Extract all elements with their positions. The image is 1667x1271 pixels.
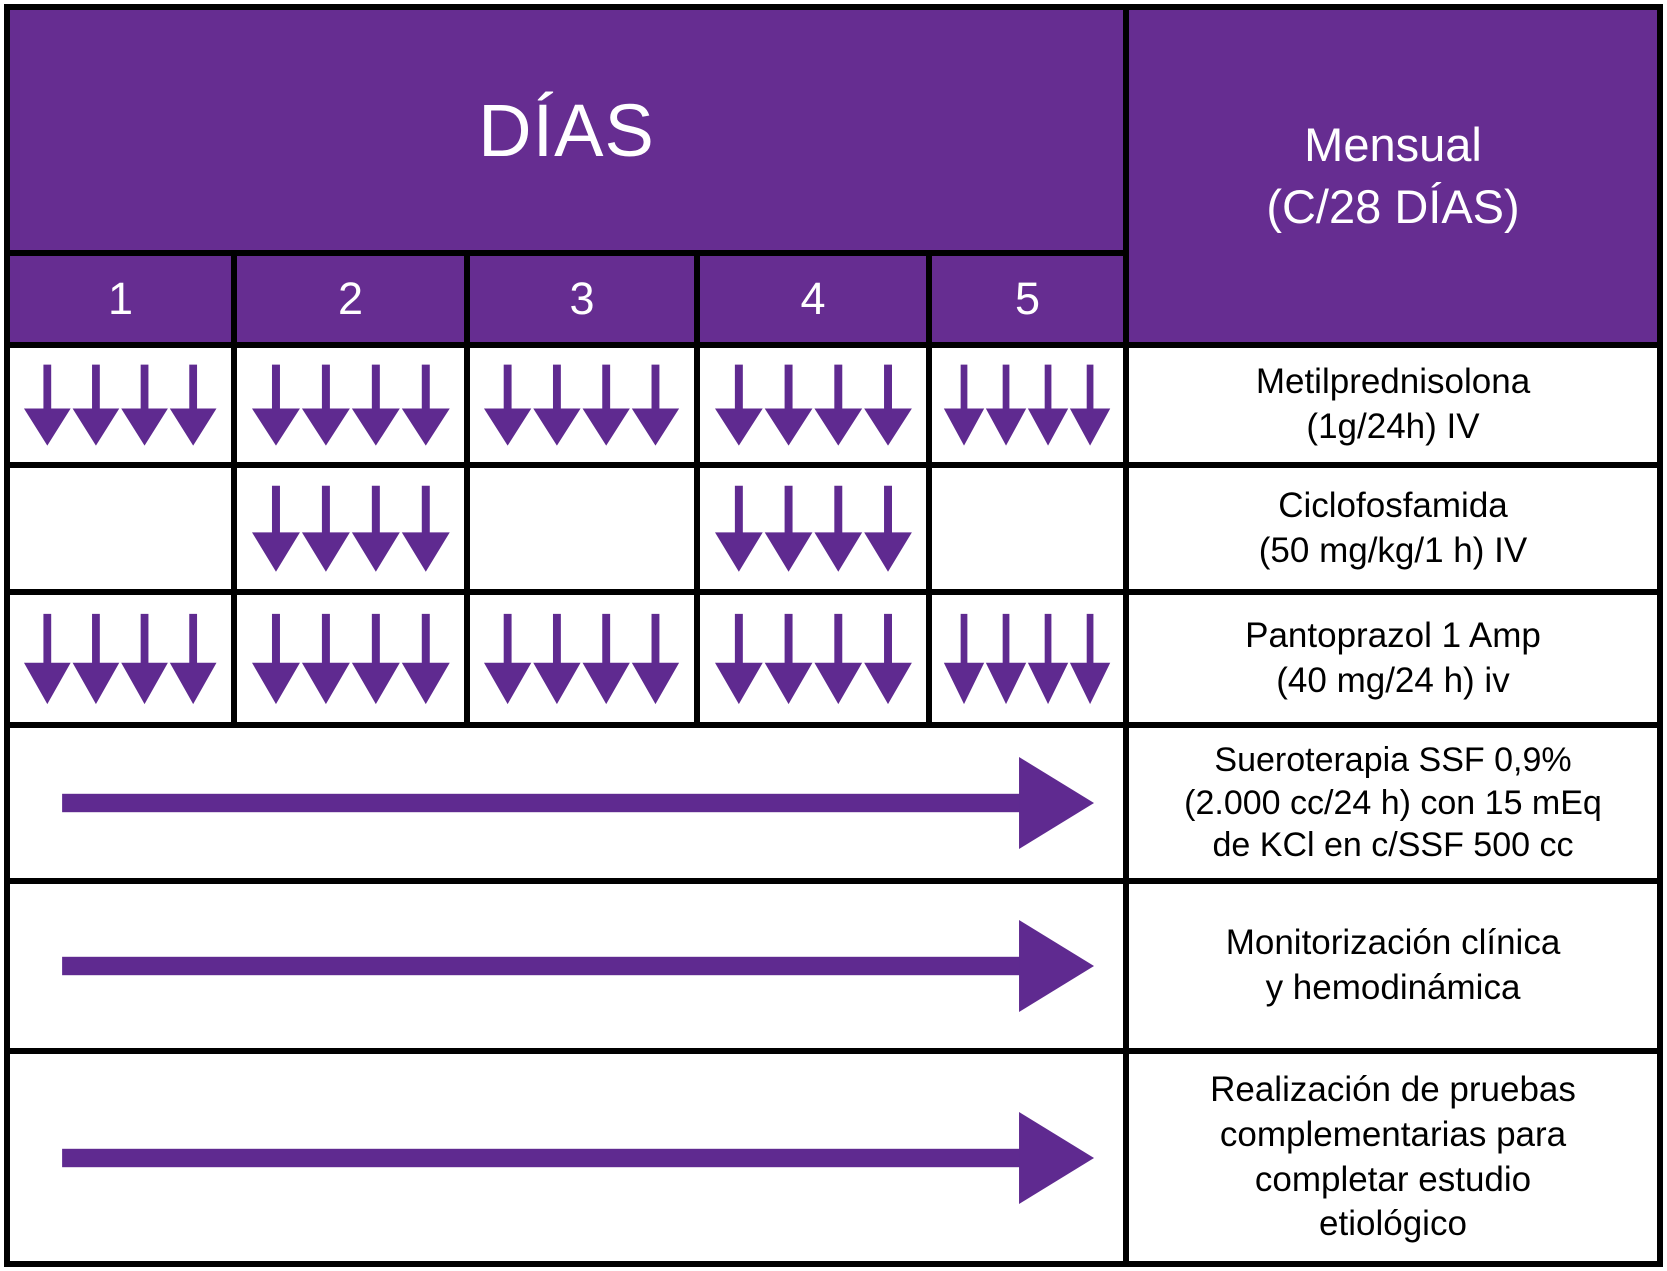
- day-number-cell-2: 2: [237, 256, 464, 342]
- right-arrow-icon: [60, 920, 1095, 1012]
- pantoprazol-day4-cell: [700, 595, 926, 722]
- drug-dose: (40 mg/24 h) iv: [1276, 660, 1510, 700]
- down-arrows-icon: [943, 363, 1111, 447]
- pantoprazol-day1-cell: [10, 595, 231, 722]
- drug-name: Pantoprazol 1 Amp: [1245, 615, 1541, 655]
- day-number-cell-5: 5: [932, 256, 1123, 342]
- ciclofosfamida-label-cell: Ciclofosfamida (50 mg/kg/1 h) IV: [1129, 468, 1657, 589]
- day-number-5: 5: [1014, 273, 1041, 324]
- ciclofosfamida-day3-cell: [470, 468, 694, 589]
- monthly-header-cell: Mensual (C/28 DÍAS): [1129, 10, 1657, 342]
- day-number-3: 3: [569, 273, 595, 324]
- down-arrows-icon: [714, 363, 913, 447]
- task-line1: Monitorización clínica: [1225, 923, 1561, 963]
- sueroterapia-timeline-cell: [10, 728, 1123, 878]
- day-number-2: 2: [337, 273, 364, 324]
- metilprednisolona-day3-cell: [470, 348, 694, 462]
- drug-dose: (1g/24h) IV: [1306, 407, 1480, 446]
- ciclofosfamida-day2-cell: [237, 468, 464, 589]
- therapy-line2: (2.000 cc/24 h) con 15 mEq: [1184, 783, 1602, 822]
- pruebas-label-cell: Realización de pruebas complementarias p…: [1129, 1054, 1657, 1261]
- metilprednisolona-day1-cell: [10, 348, 231, 462]
- task-line2: complementarias para: [1219, 1114, 1567, 1154]
- drug-dose: (50 mg/kg/1 h) IV: [1258, 530, 1528, 570]
- day-number-4: 4: [800, 273, 826, 324]
- day-number-cell-3: 3: [470, 256, 694, 342]
- therapy-line3: de KCl en c/SSF 500 cc: [1212, 826, 1574, 865]
- drug-name: Metilprednisolona: [1255, 362, 1531, 402]
- treatment-schedule-table: DÍAS Mensual (C/28 DÍAS) 1 2 3 4 5 Metil…: [4, 4, 1663, 1267]
- down-arrows-icon: [23, 363, 217, 447]
- days-header-cell: DÍAS: [10, 10, 1123, 250]
- down-arrows-icon: [714, 612, 913, 706]
- pruebas-timeline-cell: [10, 1054, 1123, 1261]
- right-arrow-icon: [60, 1112, 1095, 1204]
- pantoprazol-day3-cell: [470, 595, 694, 722]
- pantoprazol-day2-cell: [237, 595, 464, 722]
- down-arrows-icon: [251, 363, 451, 447]
- task-line3: completar estudio: [1254, 1159, 1532, 1199]
- pantoprazol-label-cell: Pantoprazol 1 Amp (40 mg/24 h) iv: [1129, 595, 1657, 722]
- day-number-cell-1: 1: [10, 256, 231, 342]
- down-arrows-icon: [23, 612, 217, 706]
- day-number-1: 1: [107, 273, 134, 324]
- ciclofosfamida-day5-cell: [932, 468, 1123, 589]
- ciclofosfamida-day1-cell: [10, 468, 231, 589]
- down-arrows-icon: [251, 484, 451, 574]
- day-number-cell-4: 4: [700, 256, 926, 342]
- days-header-label: DÍAS: [478, 88, 655, 172]
- drug-name: Ciclofosfamida: [1278, 485, 1508, 525]
- down-arrows-icon: [483, 612, 680, 706]
- metilprednisolona-label-cell: Metilprednisolona (1g/24h) IV: [1129, 348, 1657, 462]
- task-line2: y hemodinámica: [1265, 968, 1521, 1007]
- monitorizacion-label-cell: Monitorización clínica y hemodinámica: [1129, 884, 1657, 1048]
- ciclofosfamida-day4-cell: [700, 468, 926, 589]
- task-line1: Realización de pruebas: [1210, 1069, 1576, 1109]
- metilprednisolona-day2-cell: [237, 348, 464, 462]
- right-arrow-icon: [60, 757, 1095, 849]
- down-arrows-icon: [943, 612, 1111, 706]
- down-arrows-icon: [251, 612, 451, 706]
- therapy-line1: Sueroterapia SSF 0,9%: [1214, 740, 1572, 779]
- down-arrows-icon: [714, 484, 913, 574]
- monthly-header-line2: (C/28 DÍAS): [1266, 180, 1520, 233]
- task-line4: etiológico: [1319, 1204, 1467, 1244]
- monthly-header-line1: Mensual: [1304, 117, 1482, 171]
- metilprednisolona-day5-cell: [932, 348, 1123, 462]
- down-arrows-icon: [483, 363, 680, 447]
- pantoprazol-day5-cell: [932, 595, 1123, 722]
- sueroterapia-label-cell: Sueroterapia SSF 0,9% (2.000 cc/24 h) co…: [1129, 728, 1657, 878]
- metilprednisolona-day4-cell: [700, 348, 926, 462]
- monitorizacion-timeline-cell: [10, 884, 1123, 1048]
